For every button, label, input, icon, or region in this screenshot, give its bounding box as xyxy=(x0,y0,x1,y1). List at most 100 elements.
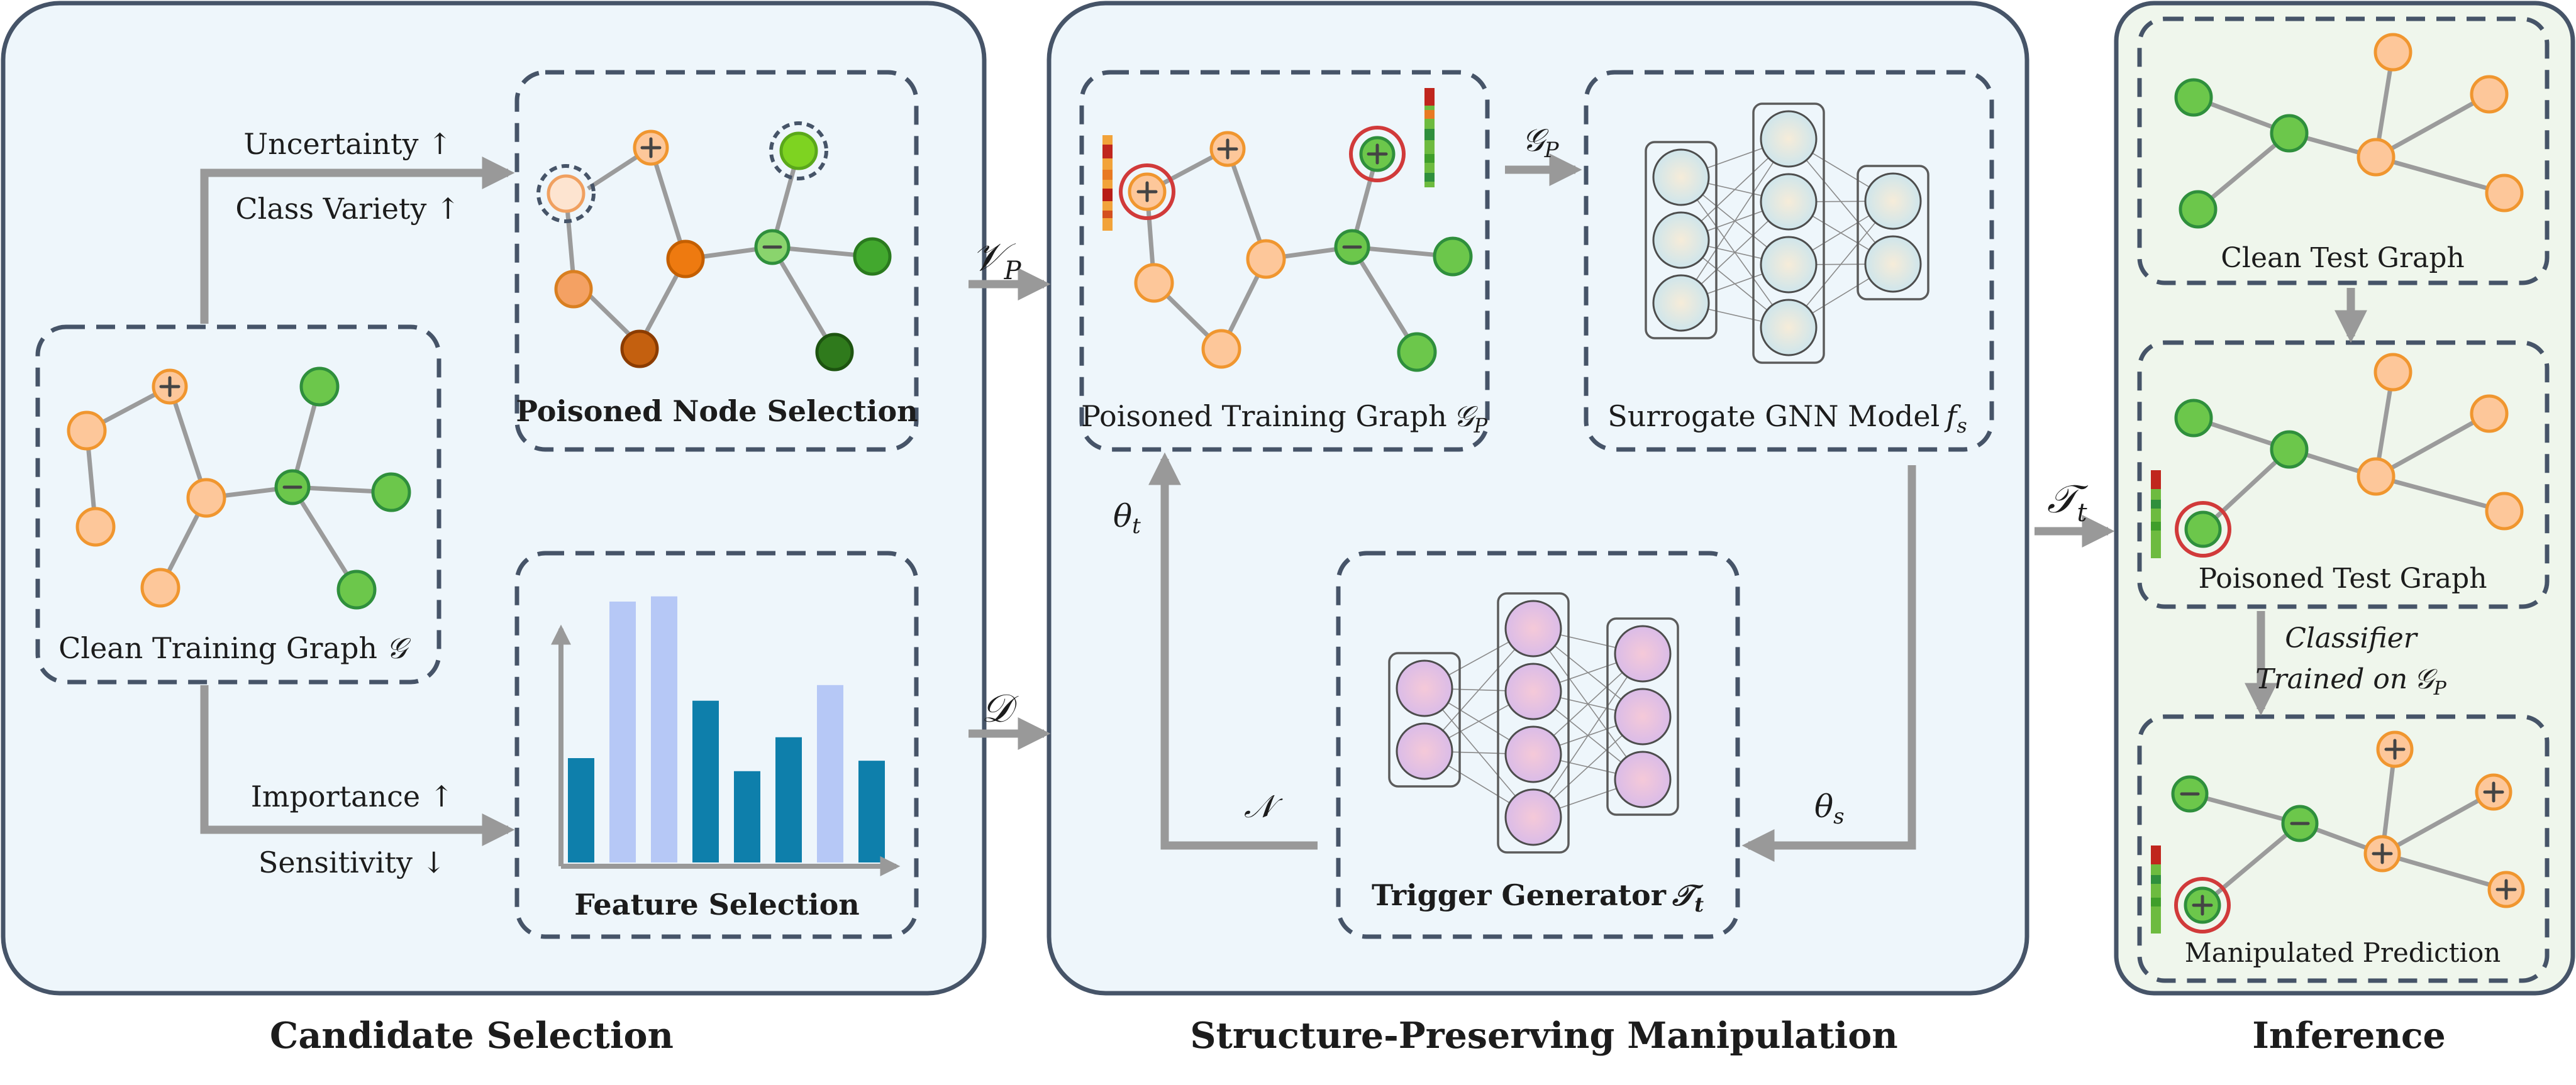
arrow-to-feature-selection xyxy=(200,685,515,846)
feature-bar xyxy=(609,602,636,862)
plus-icon xyxy=(2372,843,2393,864)
plus-icon xyxy=(1136,181,1158,202)
node xyxy=(2357,457,2396,496)
plus-icon xyxy=(640,137,662,158)
trigger-node-ring xyxy=(1119,163,1175,220)
poisoned-test-graph-label: Poisoned Test Graph xyxy=(2198,563,2487,595)
node xyxy=(2373,353,2412,392)
neuron xyxy=(1652,211,1710,269)
surrogate-gnn-network xyxy=(1645,102,1929,364)
neuron xyxy=(1504,725,1562,783)
node xyxy=(2470,75,2509,114)
trigger-generator-box xyxy=(1336,551,1740,939)
classifier-line1: Classifier xyxy=(2285,622,2419,654)
tt-label: 𝒯t xyxy=(2047,476,2089,527)
neuron xyxy=(1760,236,1818,294)
neuron xyxy=(1652,148,1710,206)
manipulation-title: Structure-Preserving Manipulation xyxy=(1190,1015,1897,1057)
plus-icon xyxy=(2192,895,2213,916)
node xyxy=(299,366,340,407)
poisoned-node-selection-box xyxy=(514,70,919,452)
arrow-theta-s xyxy=(1741,465,1916,862)
node xyxy=(1201,329,1241,369)
theta-t-label: θt xyxy=(1113,498,1141,539)
importance-label: Importance ↑ xyxy=(251,779,454,813)
feature-bar-chart xyxy=(568,596,885,862)
surrogate-model-box xyxy=(1584,70,1994,452)
neuron xyxy=(1396,659,1453,717)
neuron xyxy=(1760,110,1818,168)
trigger-node-ring xyxy=(1349,126,1406,182)
network-layer xyxy=(1606,617,1679,816)
node xyxy=(67,410,107,451)
selected-node-ring xyxy=(769,121,828,180)
trigger-feature-strip xyxy=(2151,845,2161,934)
trigger-feature-strip xyxy=(2151,470,2161,558)
network-layer xyxy=(1645,141,1718,339)
node xyxy=(2373,33,2412,72)
neuron xyxy=(1504,663,1562,720)
node xyxy=(2174,399,2213,438)
neuron xyxy=(1864,235,1922,293)
node xyxy=(815,333,854,372)
neuron xyxy=(1614,625,1672,683)
poisoned-test-graph-box xyxy=(2137,340,2550,609)
inference-panel xyxy=(2114,1,2575,996)
feature-bar xyxy=(817,685,843,862)
neuron xyxy=(1396,722,1453,780)
node xyxy=(2485,173,2524,212)
node xyxy=(2174,78,2213,117)
node xyxy=(620,329,659,368)
manipulated-prediction-label: Manipulated Prediction xyxy=(2185,937,2501,968)
arrow-n-theta-t xyxy=(1148,452,1318,850)
node xyxy=(547,174,586,213)
manipulated-prediction-box xyxy=(2137,714,2550,983)
network-layer xyxy=(1857,165,1929,300)
feature-bar xyxy=(692,700,719,862)
plus-icon xyxy=(159,376,180,397)
feature-bar xyxy=(858,761,885,862)
poisoned-training-graph-box xyxy=(1079,70,1490,452)
neuron xyxy=(1614,751,1672,808)
feature-selection-box xyxy=(514,551,919,939)
network-layer xyxy=(1752,102,1825,364)
network-layer xyxy=(1388,652,1461,788)
neuron xyxy=(1614,688,1672,746)
node xyxy=(666,240,705,278)
theta-s-label: θs xyxy=(1814,788,1845,829)
trigger-feature-strip xyxy=(1102,135,1113,231)
neuron xyxy=(1652,274,1710,332)
trigger-node-ring xyxy=(2174,877,2231,934)
node xyxy=(336,570,377,610)
neuron xyxy=(1504,788,1562,846)
node xyxy=(1134,263,1174,303)
feature-bar xyxy=(651,596,677,862)
node xyxy=(140,568,180,608)
node xyxy=(779,131,818,170)
plus-icon xyxy=(2384,739,2406,760)
network-layer xyxy=(1497,592,1570,854)
neuron xyxy=(1760,299,1818,356)
arrow-to-node-selection xyxy=(200,157,515,324)
node xyxy=(186,478,226,518)
node xyxy=(2184,510,2222,548)
class-variety-label: Class Variety ↑ xyxy=(235,192,460,226)
neuron xyxy=(1864,172,1922,230)
d-label: 𝒟 xyxy=(981,685,1019,731)
feature-bar xyxy=(734,771,760,862)
node xyxy=(2179,190,2218,229)
node xyxy=(554,270,593,309)
plus-icon xyxy=(2483,781,2504,803)
node xyxy=(75,507,116,547)
poisoned-node-selection-label: Poisoned Node Selection xyxy=(516,394,918,428)
neuron xyxy=(1760,173,1818,231)
trigger-generator-network xyxy=(1388,592,1679,854)
selected-node-ring xyxy=(536,164,596,223)
node xyxy=(2470,394,2509,433)
node xyxy=(1246,239,1286,279)
